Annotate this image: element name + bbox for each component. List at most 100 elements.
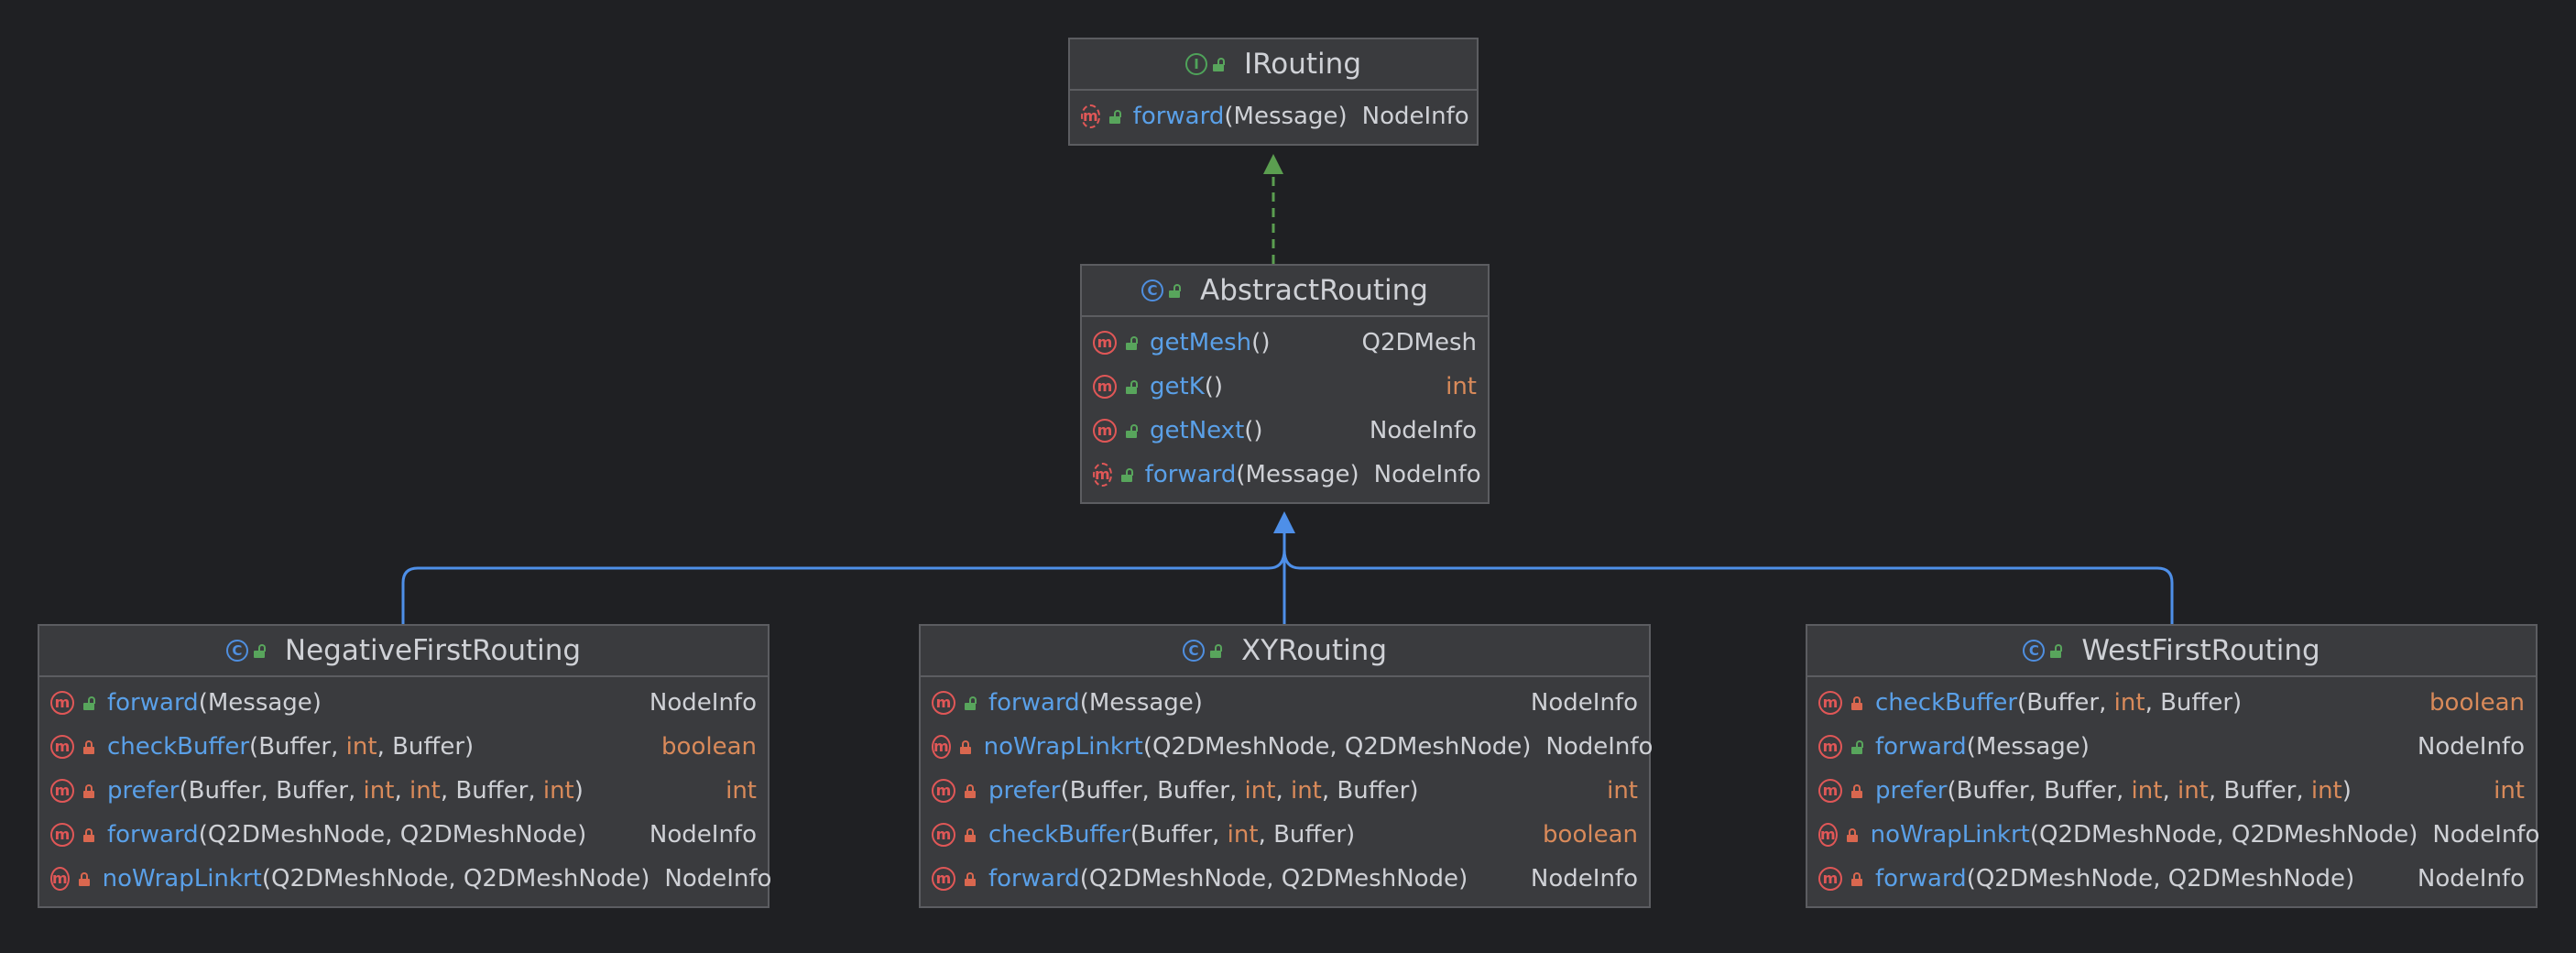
method-signature: prefer(Buffer, Buffer, int, int, Buffer,… — [1875, 777, 2352, 805]
return-type: int — [726, 777, 757, 805]
method-row[interactable]: m prefer(Buffer, Buffer, int, int, Buffer… — [1807, 769, 2536, 813]
abstract-method-icon: m — [1081, 104, 1100, 128]
param-type: Buffer — [258, 733, 332, 761]
param-type: int — [1290, 777, 1322, 805]
class-icon: C — [1141, 279, 1163, 301]
param-type: int — [2177, 777, 2209, 805]
class-name: XYRouting — [1240, 634, 1388, 667]
private-visibility-icon — [1851, 696, 1862, 710]
return-type: NodeInfo — [2417, 865, 2525, 893]
method-signature: checkBuffer(Buffer, int, Buffer) — [107, 733, 475, 761]
param-type: int — [542, 777, 574, 805]
param-type: Buffer — [1157, 777, 1229, 805]
public-visibility-icon — [1120, 467, 1133, 482]
inheritance-arrowhead — [1273, 511, 1295, 533]
method-signature: noWrapLinkrt(Q2DMeshNode, Q2DMeshNode) — [1870, 821, 2418, 849]
method-name: getMesh — [1150, 329, 1252, 356]
param-type: Q2DMeshNode — [1344, 733, 1523, 761]
method-name: checkBuffer — [1875, 689, 2018, 717]
return-type: NodeInfo — [1361, 103, 1469, 130]
method-signature: noWrapLinkrt(Q2DMeshNode, Q2DMeshNode) — [983, 733, 1532, 761]
method-name: forward — [988, 689, 1080, 717]
param-type: int — [2310, 777, 2342, 805]
private-visibility-icon — [83, 739, 94, 754]
method-signature: forward(Message) — [1875, 733, 2090, 761]
return-type: NodeInfo — [1545, 733, 1654, 761]
param-type: Buffer — [276, 777, 348, 805]
class-icon: C — [225, 640, 248, 662]
param-type: Q2DMeshNode — [1088, 865, 1267, 893]
method-icon: m — [1818, 735, 1842, 759]
method-signature: prefer(Buffer, Buffer, int, int, Buffer,… — [107, 777, 584, 805]
method-name: forward — [1132, 103, 1225, 130]
param-type: Buffer — [1956, 777, 2029, 805]
return-type: int — [2494, 777, 2525, 805]
abstract-method-icon: m — [1093, 463, 1112, 487]
return-type: NodeInfo — [1373, 461, 1481, 488]
param-type: Buffer — [455, 777, 529, 805]
return-type: int — [1607, 777, 1638, 805]
private-visibility-icon — [1851, 783, 1862, 798]
public-visibility-icon — [1126, 379, 1138, 394]
method-icon: m — [50, 823, 74, 847]
public-visibility-icon — [1126, 423, 1138, 438]
method-icon: m — [50, 779, 74, 803]
class-name: NegativeFirstRouting — [284, 634, 582, 667]
public-visibility-icon — [83, 696, 95, 710]
method-name: prefer — [1875, 777, 1948, 805]
method-icon: m — [1818, 779, 1842, 803]
method-name: prefer — [988, 777, 1061, 805]
method-row[interactable]: m prefer(Buffer, Buffer, int, int, Buffer… — [39, 769, 768, 813]
method-name: noWrapLinkrt — [1870, 821, 2030, 849]
public-visibility-icon — [965, 696, 977, 710]
param-type: Buffer — [1273, 821, 1347, 849]
param-type: Q2DMeshNode — [271, 865, 449, 893]
param-type: int — [1227, 821, 1259, 849]
method-name: getK — [1150, 373, 1205, 400]
method-icon: m — [932, 691, 955, 715]
method-icon: m — [932, 779, 955, 803]
method-icon: m — [50, 735, 74, 759]
param-type: Q2DMeshNode — [207, 821, 386, 849]
private-visibility-icon — [965, 827, 976, 842]
class-icon: C — [1182, 640, 1205, 662]
param-type: Buffer — [1337, 777, 1410, 805]
method-signature: checkBuffer(Buffer, int, Buffer) — [1875, 689, 2243, 717]
public-visibility-icon — [1209, 643, 1222, 658]
return-type: Q2DMesh — [1361, 329, 1477, 356]
param-type: int — [409, 777, 441, 805]
param-type: Q2DMeshNode — [2167, 865, 2346, 893]
class-header: C NegativeFirstRouting — [39, 626, 768, 677]
